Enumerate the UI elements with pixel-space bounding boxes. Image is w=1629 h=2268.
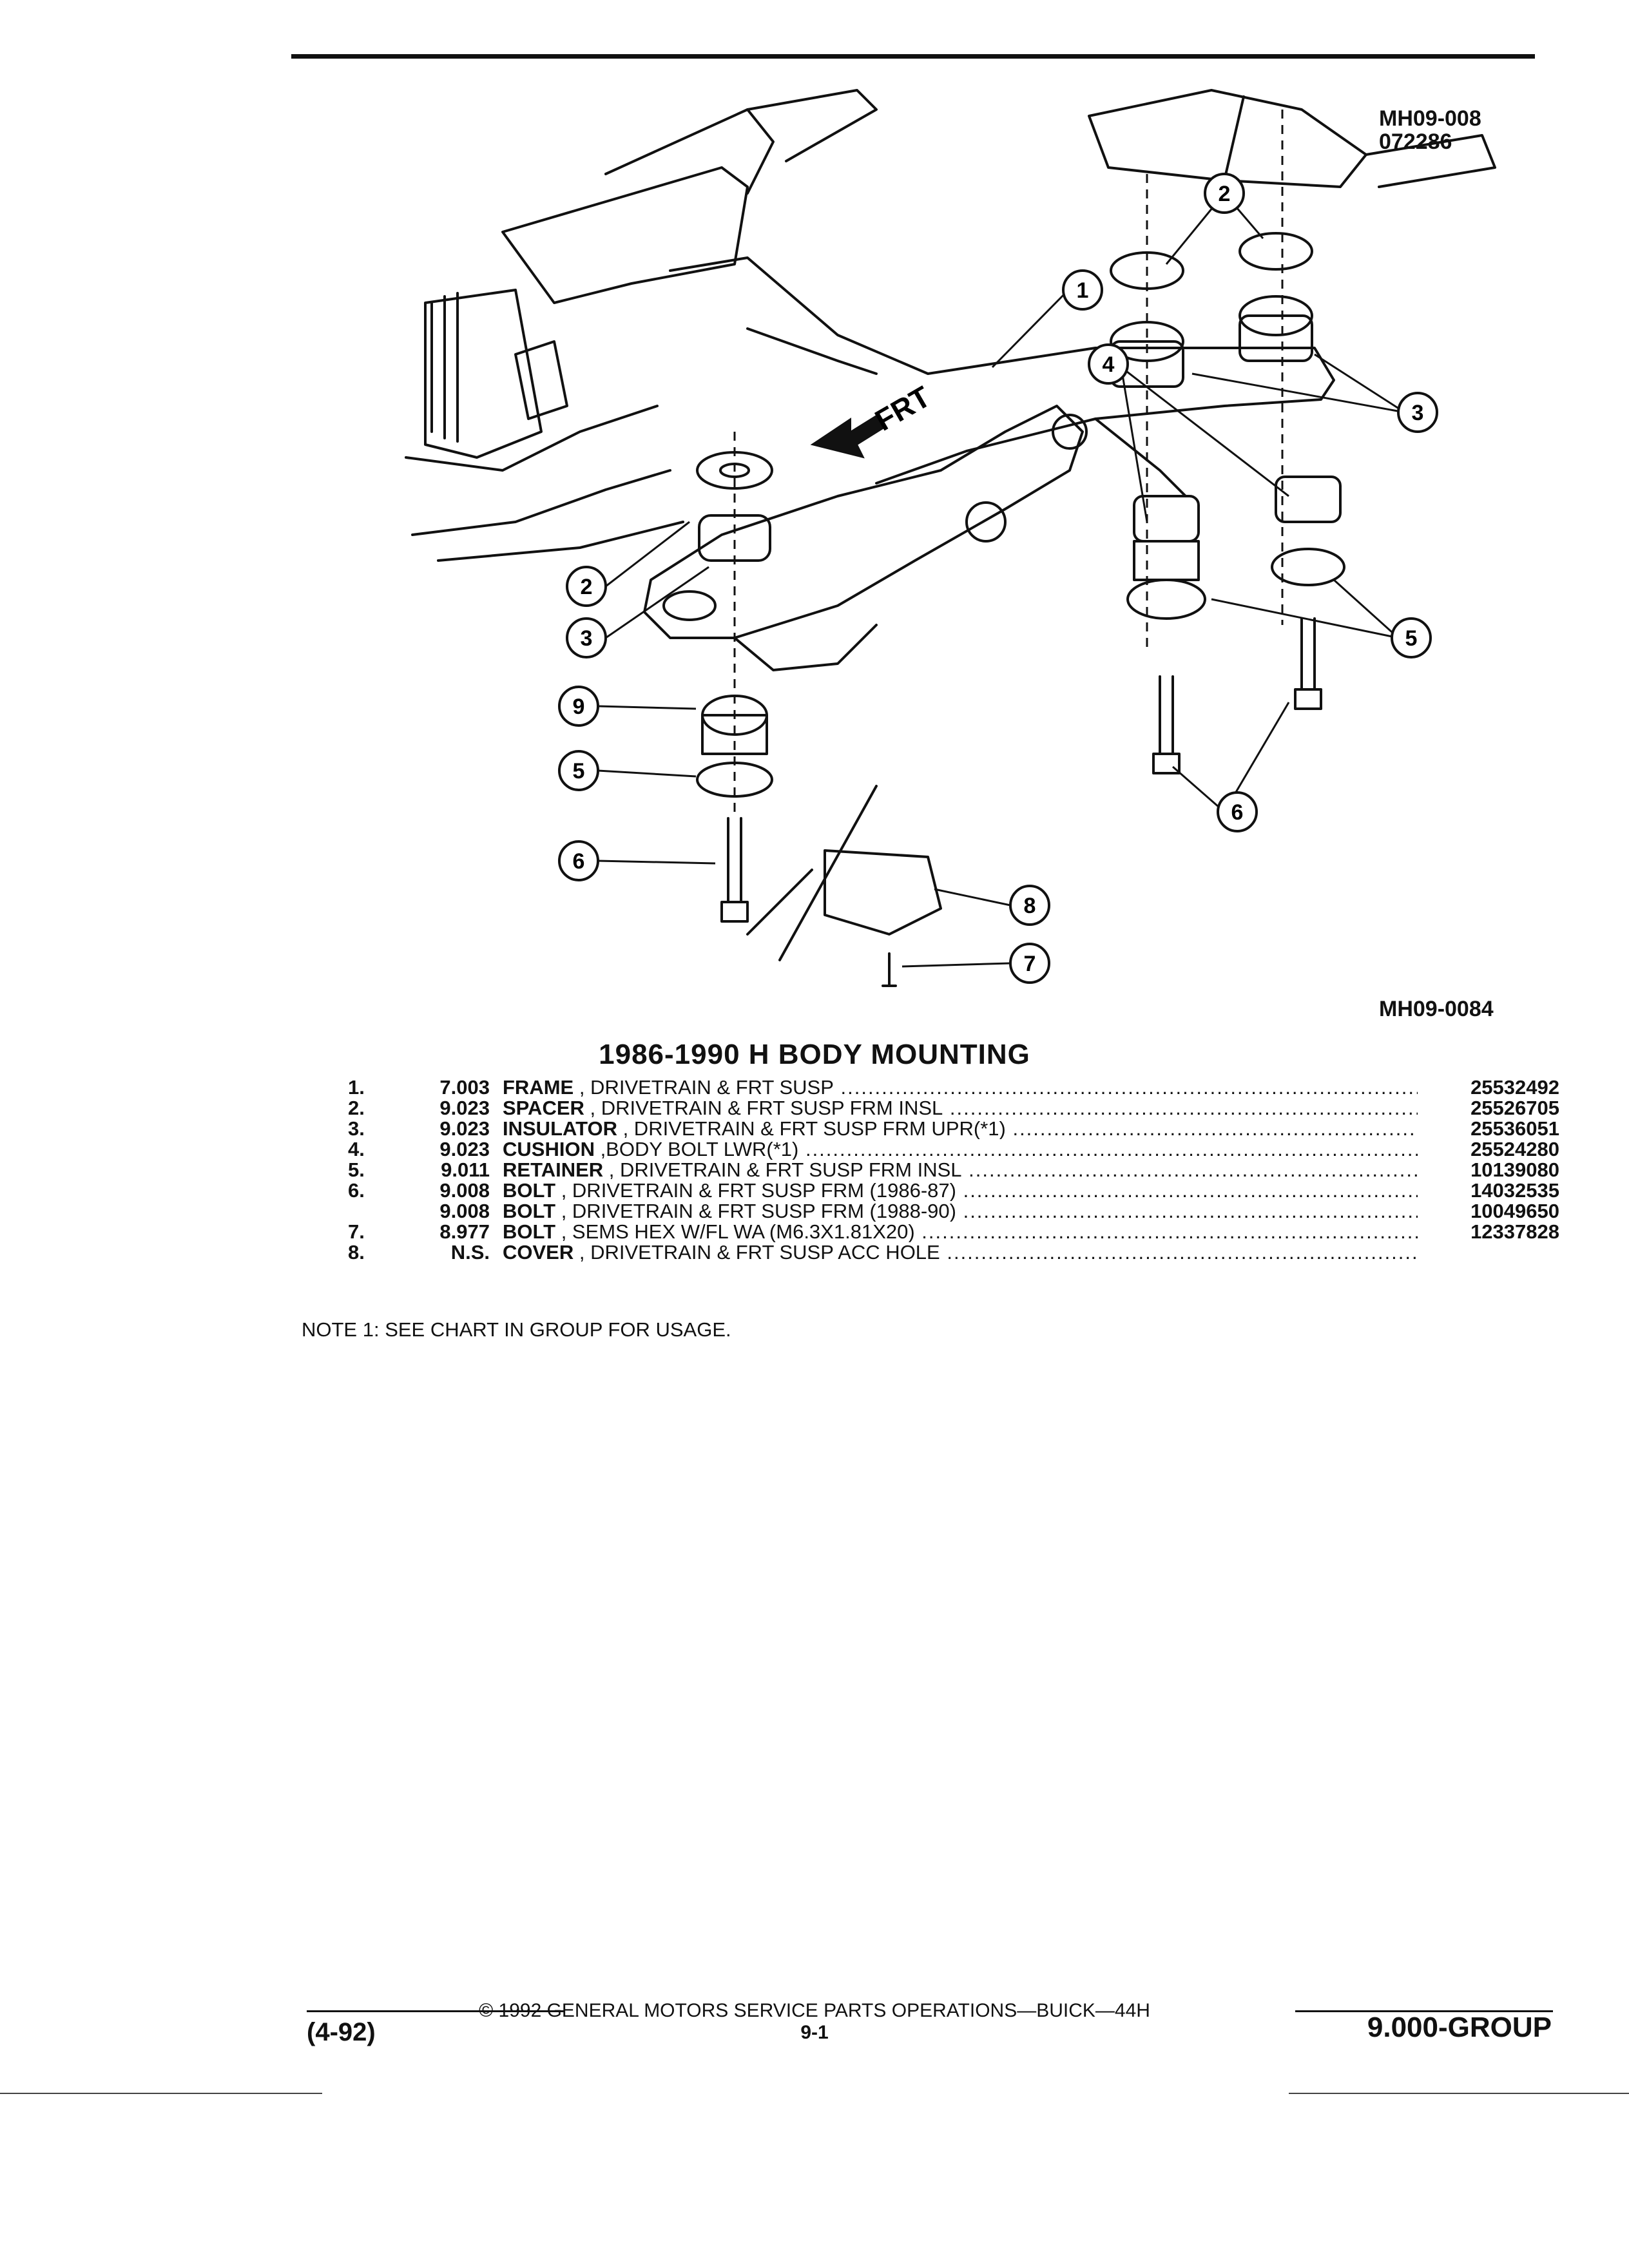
part-number: 25526705 <box>1431 1098 1559 1119</box>
part-description: BOLT , SEMS HEX W/FL WA (M6.3X1.81X20) <box>503 1222 1418 1242</box>
revision-date: (4-92) <box>307 2018 376 2046</box>
part-name: FRAME <box>503 1077 574 1098</box>
group-code: 9.023 <box>439 1097 490 1119</box>
parts-list-row: 4. 9.023 CUSHION ,BODY BOLT LWR(*1) 2552428… <box>348 1139 1559 1160</box>
callout-5: 5 <box>1405 626 1418 651</box>
item-number: 1. <box>348 1076 365 1099</box>
group-code: 9.008 <box>439 1179 490 1202</box>
part-detail: , SEMS HEX W/FL WA (M6.3X1.81X20) <box>555 1222 915 1242</box>
part-detail: , DRIVETRAIN & FRT SUSP FRM INSL <box>584 1098 943 1119</box>
part-description: INSULATOR , DRIVETRAIN & FRT SUSP FRM UP… <box>503 1119 1418 1139</box>
parts-list-row: 2. 9.023 SPACER , DRIVETRAIN & FRT SUSP FR… <box>348 1098 1559 1119</box>
group-code: 9.008 <box>439 1200 490 1222</box>
parts-list-row: 8. N.S. COVER , DRIVETRAIN & FRT SUSP ACC … <box>348 1242 1559 1263</box>
parts-list-row: 3. 9.023 INSULATOR , DRIVETRAIN & FRT SUSP… <box>348 1119 1559 1139</box>
item-number: 6. <box>348 1179 365 1202</box>
parts-list-row: 1. 7.003 FRAME , DRIVETRAIN & FRT SUSP 2553… <box>348 1077 1559 1098</box>
item-number: 3. <box>348 1117 365 1140</box>
group-code: 9.011 <box>441 1158 490 1181</box>
part-detail: , DRIVETRAIN & FRT SUSP ACC HOLE <box>574 1242 940 1263</box>
item-number: 4. <box>348 1138 365 1160</box>
part-detail: , DRIVETRAIN & FRT SUSP FRM UPR(*1) <box>617 1119 1006 1139</box>
part-name: SPACER <box>503 1098 584 1119</box>
part-name: BOLT <box>503 1180 556 1201</box>
callout-2: 2 <box>1219 182 1231 206</box>
callout-3: 3 <box>581 626 593 651</box>
exploded-view-diagram: FRT 1 2 3 <box>405 89 1496 987</box>
part-number: 10049650 <box>1431 1201 1559 1222</box>
part-number: 25524280 <box>1431 1139 1559 1160</box>
group-code: N.S. <box>450 1241 490 1264</box>
bottom-rule-left <box>0 2093 322 2094</box>
footer-rule-right <box>1295 2010 1553 2012</box>
item-number: 5. <box>348 1158 365 1181</box>
reference-code: MH09-008 <box>1379 106 1481 131</box>
part-detail: , DRIVETRAIN & FRT SUSP FRM (1986-87) <box>555 1180 956 1201</box>
callout-3: 3 <box>1412 401 1424 425</box>
callout-2: 2 <box>581 575 593 599</box>
item-number: 7. <box>348 1220 365 1243</box>
parts-list-row: 7. 8.977 BOLT , SEMS HEX W/FL WA (M6.3X1.8… <box>348 1222 1559 1242</box>
item-number: 8. <box>348 1241 365 1264</box>
callout-9: 9 <box>573 695 585 719</box>
part-number: 12337828 <box>1431 1222 1559 1242</box>
part-name: RETAINER <box>503 1160 604 1180</box>
part-description: RETAINER , DRIVETRAIN & FRT SUSP FRM INS… <box>503 1160 1418 1180</box>
part-number: 25536051 <box>1431 1119 1559 1139</box>
part-name: COVER <box>503 1242 574 1263</box>
section-title: 1986-1990 H BODY MOUNTING <box>599 1039 1030 1070</box>
group-code: 9.023 <box>439 1138 490 1160</box>
image-code: MH09-0084 <box>1379 997 1494 1021</box>
part-name: BOLT <box>503 1201 556 1222</box>
header-rule <box>291 54 1535 59</box>
footer-rule-left <box>307 2010 564 2012</box>
item-number: 2. <box>348 1097 365 1119</box>
bottom-rule-right <box>1289 2093 1629 2094</box>
footer-copyright: © 1992 GENERAL MOTORS SERVICE PARTS OPER… <box>479 2000 1150 2021</box>
part-description: SPACER , DRIVETRAIN & FRT SUSP FRM INSL <box>503 1098 1418 1119</box>
callout-8: 8 <box>1024 894 1036 918</box>
callout-4: 4 <box>1103 352 1115 377</box>
part-description: BOLT , DRIVETRAIN & FRT SUSP FRM (1988-9… <box>503 1201 1418 1222</box>
callout-5: 5 <box>573 759 585 783</box>
part-description: FRAME , DRIVETRAIN & FRT SUSP <box>503 1077 1418 1098</box>
part-detail: , DRIVETRAIN & FRT SUSP FRM INSL <box>603 1160 962 1180</box>
part-name: CUSHION <box>503 1139 595 1160</box>
part-number: 14032535 <box>1431 1180 1559 1201</box>
callout-7: 7 <box>1024 952 1036 976</box>
group-code: 7.003 <box>439 1076 490 1099</box>
part-name: BOLT <box>503 1222 556 1242</box>
part-number: 25532492 <box>1431 1077 1559 1098</box>
parts-list-row: 5. 9.011 RETAINER , DRIVETRAIN & FRT SUSP … <box>348 1160 1559 1180</box>
page-number: 9-1 <box>800 2022 829 2043</box>
usage-note: NOTE 1: SEE CHART IN GROUP FOR USAGE. <box>302 1318 731 1341</box>
group-code: 8.977 <box>439 1220 490 1243</box>
part-name: INSULATOR <box>503 1119 617 1139</box>
part-detail: ,BODY BOLT LWR(*1) <box>594 1139 799 1160</box>
callout-1: 1 <box>1077 278 1089 303</box>
part-number: 10139080 <box>1431 1160 1559 1180</box>
callout-6: 6 <box>573 849 585 874</box>
parts-list-row: 6. 9.008 BOLT , DRIVETRAIN & FRT SUSP FRM … <box>348 1180 1559 1201</box>
parts-list: 1. 7.003 FRAME , DRIVETRAIN & FRT SUSP 2553… <box>348 1077 1559 1263</box>
part-description: COVER , DRIVETRAIN & FRT SUSP ACC HOLE <box>503 1242 1418 1263</box>
part-detail: , DRIVETRAIN & FRT SUSP FRM (1988-90) <box>555 1201 956 1222</box>
parts-list-row: 9.008 BOLT , DRIVETRAIN & FRT SUSP FRM (1… <box>348 1201 1559 1222</box>
part-description: BOLT , DRIVETRAIN & FRT SUSP FRM (1986-8… <box>503 1180 1418 1201</box>
callout-6: 6 <box>1231 800 1244 825</box>
group-label: 9.000-GROUP <box>1367 2012 1552 2043</box>
front-arrow-icon <box>810 414 884 459</box>
group-code: 9.023 <box>439 1117 490 1140</box>
part-description: CUSHION ,BODY BOLT LWR(*1) <box>503 1139 1418 1160</box>
part-detail: , DRIVETRAIN & FRT SUSP <box>574 1077 834 1098</box>
